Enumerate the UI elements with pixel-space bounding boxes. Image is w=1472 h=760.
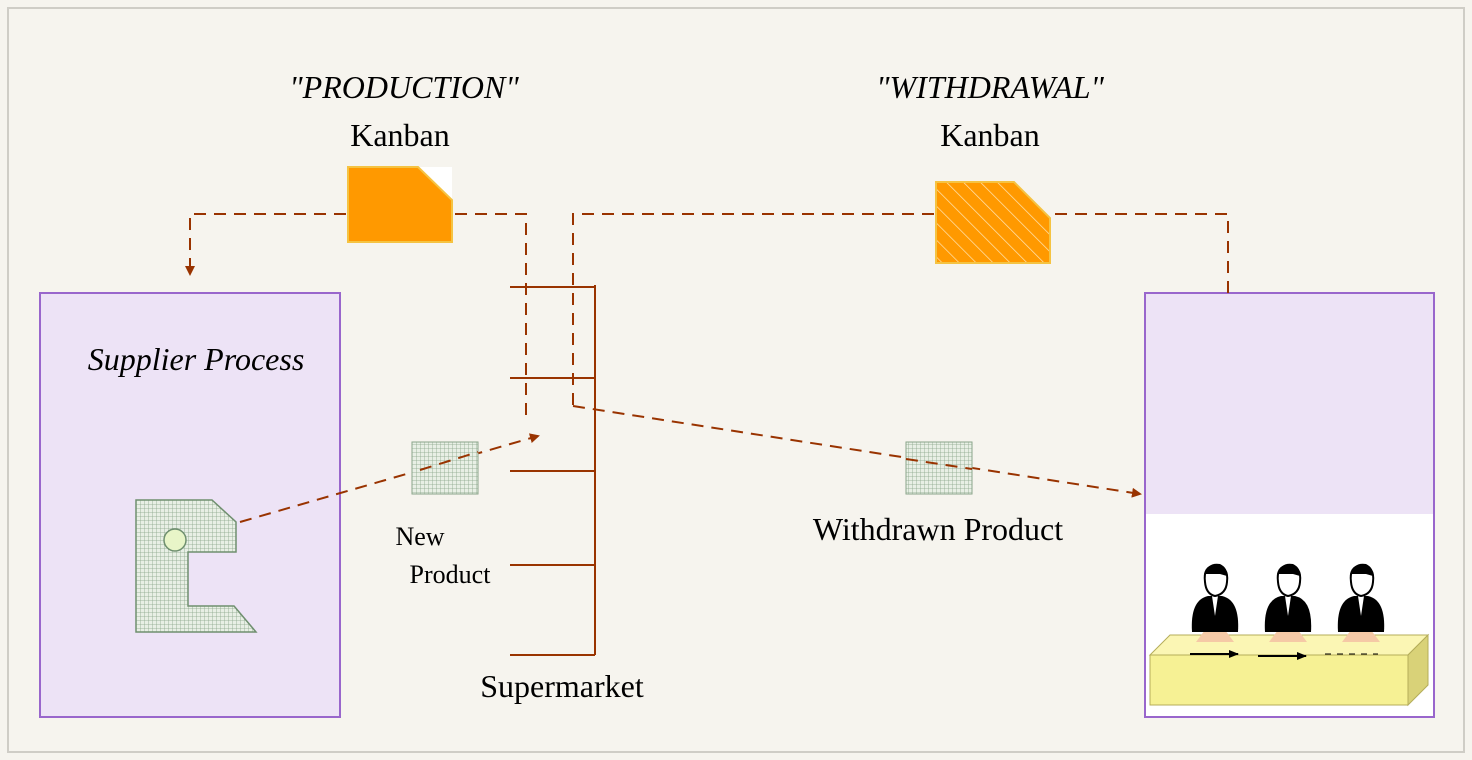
withdrawal-kanban-flow-line	[1052, 213, 1229, 293]
withdrawn-product-label: Withdrawn Product	[813, 511, 1063, 547]
production-kanban-word-label: Kanban	[350, 117, 450, 153]
worker-icon	[1191, 563, 1239, 642]
supplier-process-label: Supplier Process	[88, 341, 305, 377]
new-product-box-icon	[411, 441, 479, 495]
conveyor-bench	[1148, 633, 1430, 707]
withdrawn-product-box-icon	[905, 441, 973, 495]
new-product-label-line1: New	[395, 522, 444, 551]
withdrawal-kanban-word-label: Kanban	[940, 117, 1040, 153]
new-product-label-line2: Product	[410, 560, 492, 589]
new-product-flow-overlay	[419, 451, 479, 471]
machine-icon	[135, 499, 258, 633]
production-kanban-flow-line	[185, 213, 346, 276]
withdrawn-product-flow-overlay	[905, 458, 973, 470]
withdrawal-kanban-flow-line	[572, 213, 934, 406]
withdrawal-kanban-card-icon	[935, 181, 1051, 264]
supplier-process-box	[39, 292, 341, 718]
production-kanban-type-label: "PRODUCTION"	[289, 69, 519, 105]
worker-icon	[1337, 563, 1385, 642]
new-product-flow-arrow	[239, 433, 540, 523]
withdrawal-kanban-type-label: "WITHDRAWAL"	[876, 69, 1104, 105]
supermarket-label: Supermarket	[480, 668, 644, 704]
page-frame	[7, 7, 1465, 753]
supermarket-shelves	[510, 285, 596, 656]
production-kanban-flow-line	[455, 213, 527, 420]
worker-icon	[1264, 563, 1312, 642]
production-kanban-card-icon	[347, 166, 453, 243]
withdrawn-product-flow-arrow	[572, 405, 1142, 498]
